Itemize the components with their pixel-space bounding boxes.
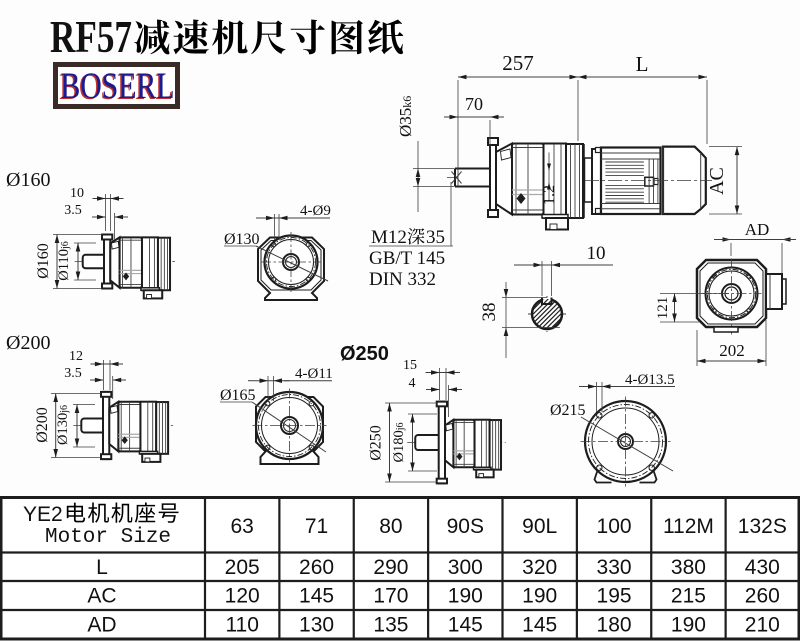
- svg-text:202: 202: [719, 341, 745, 360]
- svg-text:63: 63: [231, 515, 254, 538]
- svg-text:120: 120: [225, 585, 260, 608]
- svg-text:70: 70: [465, 94, 483, 114]
- svg-text:Ø160: Ø160: [35, 243, 52, 279]
- svg-text:145: 145: [299, 585, 334, 608]
- svg-text:90L: 90L: [522, 515, 557, 538]
- svg-text:Ø180j6: Ø180j6: [391, 422, 407, 462]
- svg-text:320: 320: [522, 556, 557, 579]
- svg-text:330: 330: [597, 556, 632, 579]
- svg-text:BOSERL: BOSERL: [59, 67, 173, 108]
- svg-text:L: L: [96, 556, 108, 579]
- svg-text:L: L: [636, 52, 649, 76]
- svg-text:100: 100: [597, 515, 632, 538]
- svg-text:DIN 332: DIN 332: [369, 269, 436, 290]
- svg-text:4: 4: [409, 376, 416, 391]
- svg-text:145: 145: [522, 614, 557, 637]
- svg-text:430: 430: [745, 556, 780, 579]
- svg-text:190: 190: [448, 585, 483, 608]
- svg-text:BOSERL: BOSERL: [61, 66, 175, 107]
- svg-text:4-Ø13.5: 4-Ø13.5: [625, 372, 675, 388]
- svg-text:80: 80: [379, 515, 402, 538]
- svg-text:132S: 132S: [738, 515, 787, 538]
- svg-text:290: 290: [373, 556, 408, 579]
- svg-text:3.5: 3.5: [64, 366, 82, 381]
- svg-text:15: 15: [403, 358, 417, 373]
- svg-text:71: 71: [305, 515, 328, 538]
- svg-text:210: 210: [745, 614, 780, 637]
- svg-text:Ø130j6: Ø130j6: [55, 405, 71, 445]
- svg-text:180: 180: [597, 614, 632, 637]
- svg-text:90S: 90S: [447, 515, 484, 538]
- svg-text:38: 38: [479, 303, 500, 322]
- svg-text:190: 190: [671, 614, 706, 637]
- svg-text:300: 300: [448, 556, 483, 579]
- svg-text:4-Ø9: 4-Ø9: [300, 203, 331, 219]
- svg-text:170: 170: [373, 585, 408, 608]
- svg-text:Ø160: Ø160: [6, 169, 50, 191]
- svg-text:1.2: 1.2: [541, 185, 558, 205]
- svg-text:Ø110j6: Ø110j6: [56, 241, 72, 280]
- svg-text:AC: AC: [706, 167, 728, 195]
- svg-text:215: 215: [671, 585, 706, 608]
- svg-text:Ø200: Ø200: [6, 332, 50, 354]
- svg-text:4-Ø11: 4-Ø11: [295, 366, 333, 382]
- svg-text:110: 110: [225, 614, 258, 637]
- svg-text:145: 145: [448, 614, 483, 637]
- svg-text:195: 195: [597, 585, 632, 608]
- svg-text:YE2: YE2: [23, 503, 63, 526]
- svg-text:Ø200: Ø200: [34, 407, 51, 443]
- svg-text:Ø165: Ø165: [220, 387, 256, 404]
- svg-text:121: 121: [655, 297, 671, 320]
- svg-text:Motor Size: Motor Size: [45, 526, 171, 549]
- svg-text:12: 12: [69, 349, 83, 364]
- svg-text:130: 130: [299, 614, 334, 637]
- svg-text:257: 257: [502, 51, 534, 75]
- svg-text:RF57: RF57: [50, 11, 132, 62]
- svg-text:Ø35k6: Ø35k6: [396, 96, 415, 137]
- svg-text:10: 10: [70, 186, 84, 201]
- svg-text:AD: AD: [745, 220, 770, 239]
- svg-text:M12: M12: [371, 227, 407, 248]
- svg-text:Ø215: Ø215: [550, 402, 586, 419]
- svg-text:3.5: 3.5: [64, 203, 82, 218]
- svg-text:Ø250: Ø250: [368, 425, 385, 461]
- svg-text:205: 205: [225, 556, 260, 579]
- svg-text:380: 380: [671, 556, 706, 579]
- svg-text:Ø130: Ø130: [224, 231, 260, 248]
- svg-text:10: 10: [587, 243, 606, 264]
- svg-text:260: 260: [299, 556, 334, 579]
- svg-text:Ø250: Ø250: [340, 343, 389, 365]
- svg-text:AC: AC: [87, 585, 116, 608]
- svg-text:190: 190: [522, 585, 557, 608]
- svg-text:135: 135: [373, 614, 408, 637]
- svg-text:260: 260: [745, 585, 780, 608]
- svg-text:AD: AD: [87, 614, 116, 637]
- svg-text:112M: 112M: [663, 515, 714, 538]
- svg-text:GB/T 145: GB/T 145: [369, 248, 445, 269]
- svg-text:35: 35: [426, 227, 445, 248]
